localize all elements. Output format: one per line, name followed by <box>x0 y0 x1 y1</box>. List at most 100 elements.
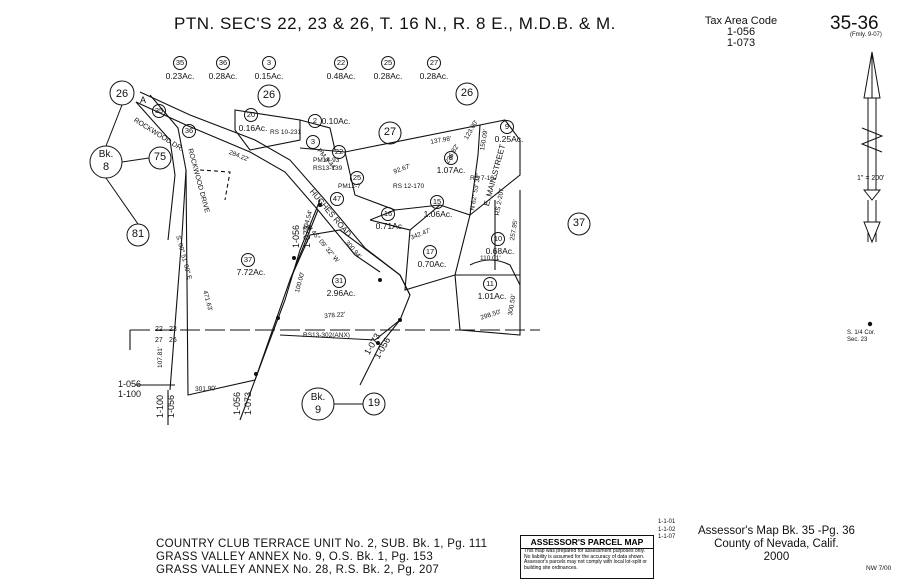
parcel-area: 0.16Ac. <box>238 123 268 133</box>
footer-ref-1: COUNTRY CLUB TERRACE UNIT No. 2, SUB. Bk… <box>156 538 488 550</box>
tax-area-code-2: 1-073 <box>726 37 756 49</box>
parcel-number: 36 <box>184 126 194 135</box>
survey-reference: RS13-139 <box>313 165 343 172</box>
parcel-number: 22 <box>334 147 344 156</box>
parcel-area: 0.25Ac. <box>494 134 524 144</box>
block-ref: 81 <box>131 228 145 240</box>
section-number: 26 <box>169 337 177 344</box>
revision-date: 1-1-07 <box>658 534 676 540</box>
map-number: 35-36 <box>830 13 879 34</box>
dimension-label: 110.01' <box>480 255 501 262</box>
block-ref: 26 <box>460 87 474 99</box>
parcel-area: 0.10Ac. <box>321 116 351 126</box>
parcel-number: 25 <box>352 173 362 182</box>
apm-disclaimer-box: ASSESSOR'S PARCEL MAP This map was prepa… <box>520 535 654 579</box>
parcel-number: 15 <box>432 197 442 206</box>
parcel-number: 20 <box>246 110 256 119</box>
parcel-number: 47 <box>332 194 342 203</box>
survey-reference: RS13-302(ANX) <box>303 332 350 339</box>
parcel-number: 16 <box>383 209 393 218</box>
tac-boundary-bottom: 1-073 <box>302 224 312 248</box>
assessor-map-book: Assessor's Map Bk. 35 -Pg. 36 <box>698 525 855 537</box>
parcel-number: 2 <box>312 116 318 125</box>
north-arrow-icon <box>860 51 884 244</box>
parcel-number: 17 <box>425 247 435 256</box>
parcel-area: 0.70Ac. <box>417 259 447 269</box>
footer-ref-3: GRASS VALLEY ANNEX No. 28, R.S. Bk. 2, P… <box>156 564 440 576</box>
parcel-area: 1.07Ac. <box>436 165 466 175</box>
parcel-number: 9 <box>504 122 510 131</box>
parcel-bubbles <box>152 56 591 291</box>
section-corner-dot <box>867 321 873 327</box>
parcel-number: 3 <box>310 137 316 146</box>
revision-date: 1-1-02 <box>658 526 676 533</box>
apm-title: ASSESSOR'S PARCEL MAP <box>521 537 653 549</box>
drawing-code: NW 7/00 <box>866 565 892 572</box>
assessor-year: 2000 <box>763 551 790 563</box>
tac-boundary-bottom: 1-100 <box>118 389 142 399</box>
block-ref: 75 <box>153 151 167 163</box>
dimension-label: 301.90' <box>194 385 217 393</box>
tax-area-code-label: Tax Area Code <box>704 15 778 27</box>
parcel-number: 36 <box>218 58 228 67</box>
block-ref: 19 <box>367 397 381 409</box>
tac-boundary-top: 1-056 <box>232 391 242 415</box>
dimension-label: 107.81' <box>157 346 164 368</box>
tac-boundary-dots <box>254 203 402 376</box>
parcel-area: 0.28Ac. <box>419 71 449 81</box>
revision-date: 1-1-01 <box>658 519 676 525</box>
section-number: 22 <box>155 326 163 333</box>
parcel-number: 3 <box>266 58 272 67</box>
tac-boundary-bottom: 1-073 <box>243 391 253 415</box>
parcel-area: 1.06Ac. <box>423 209 453 219</box>
parcel-number: 11 <box>486 279 494 288</box>
parcel-area: 0.15Ac. <box>254 71 284 81</box>
footer-ref-2: GRASS VALLEY ANNEX No. 9, O.S. Bk. 1, Pg… <box>156 551 434 563</box>
parcel-number: 27 <box>383 126 397 138</box>
tac-boundary-bottom: 1-056 <box>166 394 176 418</box>
parcel-area: 1.01Ac. <box>477 291 507 301</box>
parcel-number: 10 <box>493 234 503 243</box>
parcel-area: 0.68Ac. <box>485 246 515 256</box>
block-ref: 26 <box>262 89 276 101</box>
parcel-number: 37 <box>572 217 586 229</box>
parcel-area: 2.96Ac. <box>326 288 356 298</box>
book-number: 9 <box>314 404 322 416</box>
parcel-number: 25 <box>383 58 393 67</box>
tac-boundary-top: 1-100 <box>155 394 165 418</box>
parcel-number: 22 <box>336 58 346 67</box>
book-label: Bk. <box>310 392 326 403</box>
survey-reference: RS 12-170 <box>393 183 425 190</box>
apm-disclaimer: This map was prepared for assessment pur… <box>524 548 647 571</box>
survey-reference: RS 10-231 <box>270 129 302 136</box>
survey-reference: RS 7-107 <box>470 175 498 182</box>
map-title: PTN. SEC'S 22, 23 & 26, T. 16 N., R. 8 E… <box>174 14 616 33</box>
survey-reference: PM14-93 <box>313 157 340 164</box>
parcel-number: 31 <box>334 276 344 285</box>
marker-A: A <box>140 95 147 105</box>
parcel-area: 0.23Ac. <box>165 71 195 81</box>
tax-area-code-block: Tax Area Code 1-056 1-073 <box>700 16 782 49</box>
tac-boundary-top: 1-056 <box>118 379 142 389</box>
assessor-block: Assessor's Map Bk. 35 -Pg. 36 County of … <box>698 525 855 564</box>
map-number-former: (Fmly. 9-07) <box>850 32 882 38</box>
tac-boundary-top: 1-056 <box>291 224 301 248</box>
block-references <box>89 80 479 421</box>
parcel-area: 0.28Ac. <box>208 71 238 81</box>
section-corner-label: S. 1/4 Cor. Sec. 23 <box>847 330 876 343</box>
parcel-number: 37 <box>243 255 253 264</box>
tax-area-code-1: 1-056 <box>726 26 756 38</box>
section-number: 23 <box>169 326 177 333</box>
survey-reference: PM12-7 <box>338 183 361 190</box>
book-number: 8 <box>102 161 110 173</box>
parcel-area: 0.28Ac. <box>373 71 403 81</box>
parcel-area: 0.71Ac. <box>375 221 405 231</box>
section-number: 27 <box>155 337 163 344</box>
parcel-number: 27 <box>429 58 439 67</box>
parcel-area: 0.48Ac. <box>326 71 356 81</box>
block-ref-14: 26 <box>116 88 128 100</box>
parcel-boundaries <box>129 91 540 425</box>
parcel-number: 35 <box>175 58 185 67</box>
